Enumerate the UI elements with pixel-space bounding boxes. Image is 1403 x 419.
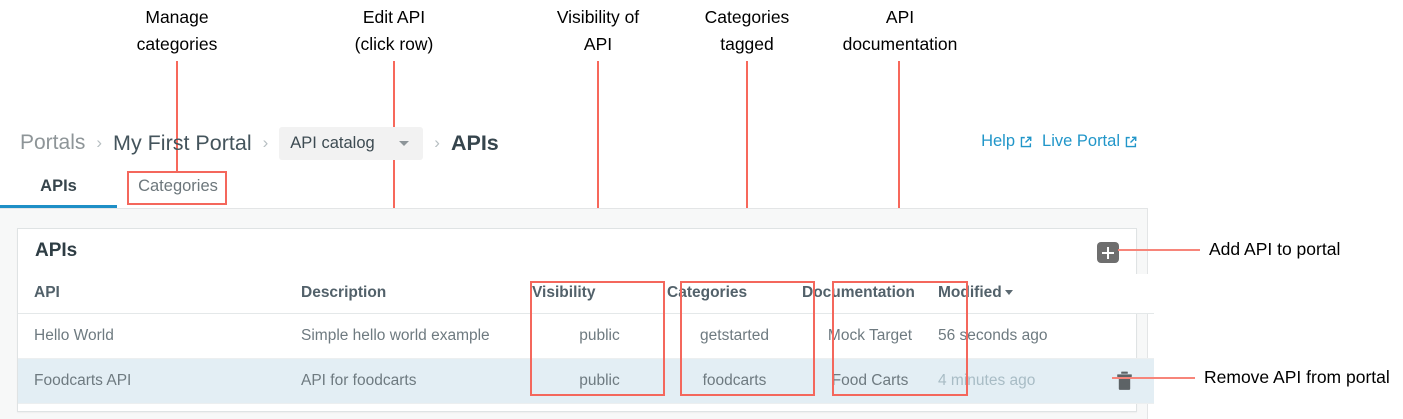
annotation-line-2: (click row) <box>354 34 434 54</box>
annotation-line-1: Categories <box>704 7 790 27</box>
catalog-select[interactable]: API catalog <box>279 126 424 160</box>
column-header-api[interactable]: API <box>18 274 301 314</box>
tab-apis[interactable]: APIs <box>0 170 117 208</box>
add-api-button[interactable] <box>1097 242 1119 263</box>
cell-modified-label: 56 seconds ago <box>938 327 1048 344</box>
external-link-icon <box>1124 135 1138 149</box>
table-row[interactable]: Hello World Simple hello world example p… <box>18 313 1154 359</box>
tab-apis-label: APIs <box>40 177 77 195</box>
column-header-modified[interactable]: Modified <box>938 274 1154 314</box>
leader-line-categories <box>746 61 748 282</box>
cell-modified-label: 4 minutes ago <box>938 372 1036 389</box>
cell-description: API for foodcarts <box>301 358 532 404</box>
external-link-icon <box>1019 135 1033 149</box>
breadcrumb-portal-name[interactable]: My First Portal <box>113 130 252 155</box>
annotation-add-api-to-portal: Add API to portal <box>1209 239 1341 259</box>
annotation-line-2: categories <box>136 34 218 54</box>
trash-icon[interactable] <box>1116 371 1133 391</box>
leader-line-add-api <box>1118 249 1200 251</box>
annotation-line-1: API <box>885 7 915 27</box>
live-portal-link[interactable]: Live Portal <box>1042 132 1138 151</box>
cell-categories: getstarted <box>667 313 802 359</box>
tab-categories-label: Categories <box>138 177 218 195</box>
breadcrumb-current: APIs <box>450 130 499 155</box>
cell-categories: foodcarts <box>667 358 802 404</box>
cell-api: Foodcarts API <box>18 358 301 404</box>
column-header-description[interactable]: Description <box>301 274 532 314</box>
annotation-line-1: Edit API <box>362 7 426 27</box>
leader-line-manage-categories <box>176 61 178 173</box>
live-portal-link-label: Live Portal <box>1042 132 1120 150</box>
chevron-down-icon <box>399 140 410 146</box>
top-links: Help Live Portal <box>981 132 1138 151</box>
tab-bar: APIs Categories <box>0 170 1148 208</box>
leader-line-visibility <box>597 61 599 282</box>
cell-documentation: Mock Target <box>802 313 938 359</box>
table-header-row: API Description Visibility Categories Do… <box>18 274 1154 314</box>
column-header-categories[interactable]: Categories <box>667 274 802 314</box>
help-link[interactable]: Help <box>981 132 1033 151</box>
cell-api: Hello World <box>18 313 301 359</box>
breadcrumb-portals[interactable]: Portals <box>20 131 86 154</box>
annotation-line-2: API <box>583 34 613 54</box>
tab-categories[interactable]: Categories <box>128 170 228 205</box>
cell-modified: 4 minutes ago <box>938 358 1154 404</box>
annotation-line-1: Visibility of <box>556 7 640 27</box>
leader-line-documentation <box>898 61 900 282</box>
annotation-remove-api-from-portal: Remove API from portal <box>1204 367 1390 387</box>
breadcrumb: Portals › My First Portal › API catalog … <box>20 124 499 162</box>
card-title: APIs <box>35 240 78 261</box>
column-header-modified-label: Modified <box>938 284 1002 301</box>
cell-description: Simple hello world example <box>301 313 532 359</box>
column-header-documentation[interactable]: Documentation <box>802 274 938 314</box>
apis-table: API Description Visibility Categories Do… <box>18 274 1154 404</box>
table-row[interactable]: Foodcarts API API for foodcarts public f… <box>18 358 1154 404</box>
annotation-visibility-of-api: Visibility of API <box>528 4 668 58</box>
content-area: APIs API Description Visibility Categori… <box>0 208 1154 419</box>
annotation-line-2: tagged <box>720 34 774 54</box>
sort-descending-icon <box>1004 290 1013 295</box>
cell-modified: 56 seconds ago <box>938 313 1154 359</box>
leader-line-remove-api <box>1112 377 1195 379</box>
annotation-categories-tagged: Categories tagged <box>677 4 817 58</box>
cell-visibility: public <box>532 313 667 359</box>
help-link-label: Help <box>981 132 1016 150</box>
cell-documentation: Food Carts <box>802 358 938 404</box>
annotation-manage-categories: Manage categories <box>107 4 247 58</box>
column-header-visibility[interactable]: Visibility <box>532 274 667 314</box>
breadcrumb-separator-icon: › <box>96 133 103 152</box>
catalog-select-value: API catalog <box>290 133 375 152</box>
annotation-edit-api: Edit API (click row) <box>324 4 464 58</box>
annotation-api-documentation: API documentation <box>824 4 976 58</box>
cell-visibility: public <box>532 358 667 404</box>
annotation-line-2: documentation <box>842 34 958 54</box>
breadcrumb-separator-icon: › <box>262 133 269 152</box>
apis-card: APIs API Description Visibility Categori… <box>17 228 1154 412</box>
annotation-line-1: Manage <box>145 7 209 27</box>
breadcrumb-separator-icon: › <box>434 133 440 152</box>
